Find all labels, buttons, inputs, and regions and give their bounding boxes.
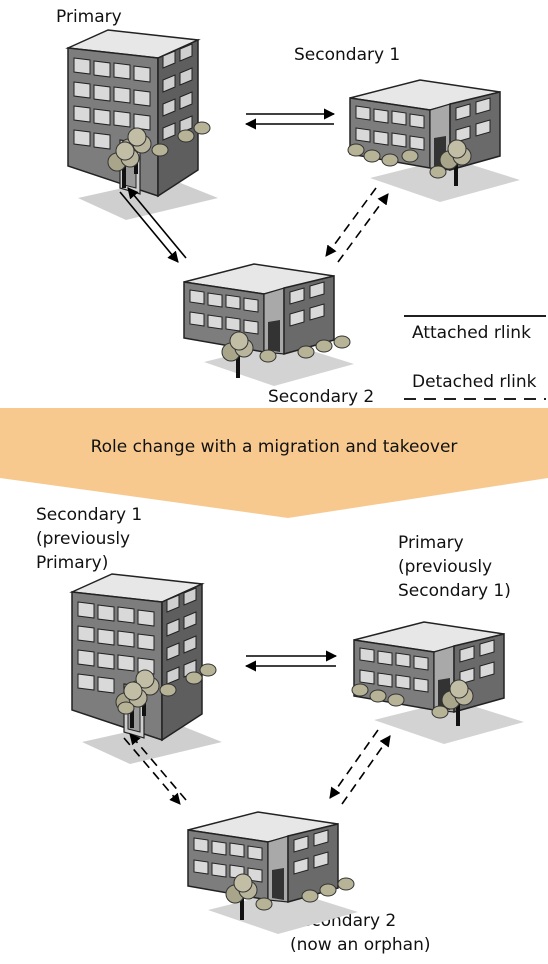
detached-rlink-arrow <box>337 193 389 263</box>
shrub-icon <box>351 683 369 697</box>
bottom-right-building-icon <box>353 621 525 745</box>
bottom-lower-building-icon <box>187 811 359 935</box>
bottom-lower-label-line2: (now an orphan) <box>290 935 431 955</box>
bottom-links <box>123 650 391 805</box>
shrub-icon <box>333 335 351 349</box>
secondary1-building-icon <box>349 79 521 203</box>
secondary2-label: Secondary 2 <box>268 387 375 407</box>
legend-detached-label: Detached rlink <box>412 372 537 392</box>
shrub-icon <box>347 143 365 157</box>
shrub-icon <box>177 129 195 143</box>
bottom-right-label-line3: Secondary 1) <box>398 581 511 601</box>
shrub-icon <box>199 663 217 677</box>
shrub-icon <box>387 693 405 707</box>
banner-shape <box>0 408 548 518</box>
shrub-icon <box>301 889 319 903</box>
shrub-icon <box>159 683 177 697</box>
shrub-icon <box>193 121 211 135</box>
top-links <box>119 108 389 263</box>
shrub-icon <box>297 345 315 359</box>
shrub-icon <box>255 897 273 911</box>
shrub-icon <box>315 339 333 353</box>
bottom-right-label-line1: Primary <box>398 533 464 553</box>
bottom-left-label-line2: (previously <box>36 529 131 549</box>
primary-label: Primary <box>56 7 122 27</box>
secondary2-building-icon <box>183 263 355 387</box>
attached-rlink-arrow <box>119 191 179 263</box>
bottom-right-label-line2: (previously <box>398 557 493 577</box>
shrub-icon <box>401 149 419 163</box>
shrub-icon <box>381 153 399 167</box>
shrub-icon <box>185 671 203 685</box>
banner-label: Role change with a migration and takeove… <box>90 437 458 457</box>
shrub-icon <box>429 165 447 179</box>
shrub-icon <box>337 877 355 891</box>
bottom-left-building-icon <box>71 573 223 765</box>
detached-rlink-arrow <box>325 187 377 257</box>
shrub-icon <box>369 689 387 703</box>
shrub-icon <box>431 705 449 719</box>
shrub-icon <box>117 701 135 715</box>
legend-attached-label: Attached rlink <box>412 323 531 343</box>
shrub-icon <box>259 349 277 363</box>
attached-rlink-arrow <box>127 187 187 259</box>
bottom-left-label-line3: Primary) <box>36 553 109 573</box>
shrub-icon <box>363 149 381 163</box>
secondary1-label: Secondary 1 <box>294 45 401 65</box>
bottom-left-label-line1: Secondary 1 <box>36 505 143 525</box>
shrub-icon <box>151 143 169 157</box>
shrub-icon <box>319 883 337 897</box>
